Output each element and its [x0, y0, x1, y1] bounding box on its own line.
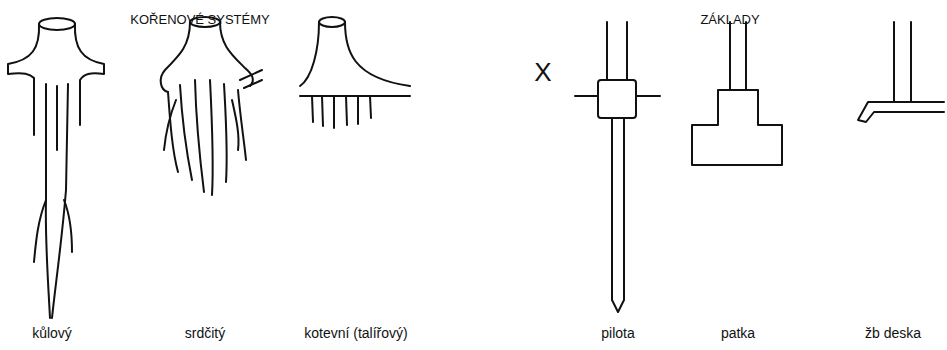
- foundation-type-label: pilota: [601, 326, 634, 341]
- trunk-top: [319, 17, 345, 27]
- column: [894, 22, 911, 102]
- foundation-type-label: patka: [721, 326, 755, 341]
- root-plate: [300, 95, 410, 97]
- root-type-label: kotevní (talířový): [304, 326, 407, 341]
- plate-root-system: [300, 17, 410, 128]
- foundation-type-label: žb deska: [865, 326, 921, 341]
- root: [210, 80, 213, 195]
- pile-cap: [598, 80, 636, 118]
- root-branch: [34, 200, 46, 262]
- root-type-label: kůlový: [32, 326, 72, 341]
- slab-foundation: [858, 22, 944, 122]
- tap-root-system: [8, 18, 104, 318]
- root: [195, 80, 204, 192]
- root-outline: [75, 24, 104, 125]
- root-outline: [8, 24, 39, 135]
- group-heading: ZÁKLADY: [700, 13, 759, 27]
- group-heading: KOŘENOVÉ SYSTÉMY: [130, 13, 269, 27]
- root-branch: [64, 200, 72, 252]
- root-type-label: srdčitý: [185, 326, 225, 341]
- root-branch: [240, 70, 262, 88]
- ground-line: [575, 95, 660, 97]
- root-outline: [345, 22, 410, 86]
- column: [730, 22, 746, 90]
- root: [168, 92, 178, 172]
- root: [180, 85, 192, 180]
- root-outline: [161, 22, 190, 92]
- taproot: [52, 84, 68, 318]
- column: [607, 22, 627, 80]
- trunk-top: [39, 18, 75, 30]
- sinker-roots: [312, 96, 371, 128]
- pile-foundation: [575, 22, 660, 312]
- rc-slab: [858, 102, 944, 122]
- pad-footing: [692, 90, 782, 165]
- root: [232, 100, 239, 150]
- root: [164, 100, 176, 150]
- root: [224, 84, 227, 182]
- root-outline: [300, 22, 319, 86]
- versus-mark: X: [534, 58, 551, 87]
- pile: [612, 118, 624, 312]
- heart-root-system: [161, 17, 262, 195]
- root: [238, 90, 246, 160]
- root-line: [56, 86, 58, 150]
- pad-foundation: [692, 22, 782, 165]
